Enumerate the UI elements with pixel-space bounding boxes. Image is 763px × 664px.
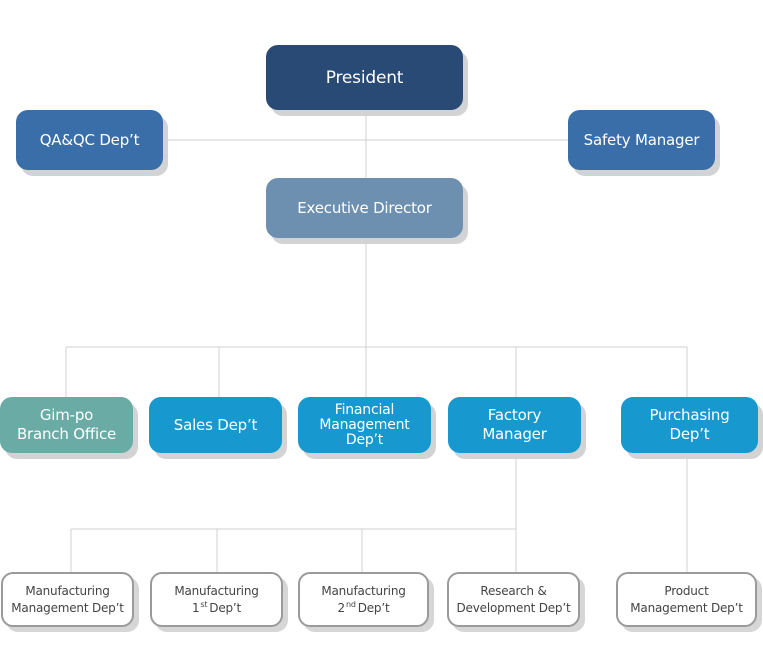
node-qa-qc-label: QA&QC Dep’t [39, 131, 140, 149]
node-product-line1: Product [664, 583, 709, 598]
node-president: President [266, 45, 463, 110]
node-mfg-2nd-sup: nd [345, 599, 356, 609]
node-mfg-1st-line1: Manufacturing [174, 583, 259, 598]
node-purchasing-line2: Dep’t [669, 425, 710, 443]
node-product-line2: Management Dep’t [630, 600, 743, 615]
node-financial-line2: Management [319, 416, 410, 433]
node-purchasing-line1: Purchasing [649, 406, 730, 424]
node-research-development: Research & Development Dep’t [447, 572, 580, 627]
node-factory-line1: Factory [487, 406, 542, 424]
node-mfg-1st-num: 1 [191, 600, 200, 615]
node-mfg-mgmt-line2: Management Dep’t [11, 600, 124, 615]
node-gimpo-line1: Gim-po [39, 406, 94, 424]
node-sales: Sales Dep’t [149, 397, 282, 453]
node-mfg-2nd-line1: Manufacturing [321, 583, 406, 598]
node-purchasing: Purchasing Dep’t [621, 397, 758, 453]
node-safety-manager-label: Safety Manager [583, 131, 700, 149]
node-executive-director-label: Executive Director [297, 199, 432, 217]
node-rnd-line1: Research & [480, 583, 547, 598]
node-president-label: President [325, 67, 404, 88]
node-mfg-mgmt-line1: Manufacturing [25, 583, 110, 598]
node-mfg-2nd-rest: Dep’t [357, 600, 390, 615]
node-safety-manager: Safety Manager [568, 110, 715, 170]
node-product-management: Product Management Dep’t [616, 572, 757, 627]
node-mfg-2nd-num: 2 [337, 600, 346, 615]
node-mfg-1st-sup: st [200, 599, 208, 609]
node-factory-manager: Factory Manager [448, 397, 581, 453]
node-manufacturing-management: Manufacturing Management Dep’t [1, 572, 134, 627]
node-rnd-line2: Development Dep’t [456, 600, 571, 615]
node-gimpo-branch: Gim-po Branch Office [0, 397, 133, 453]
node-factory-line2: Manager [482, 425, 547, 443]
node-financial-management: Financial Management Dep’t [298, 397, 431, 453]
node-executive-director: Executive Director [266, 178, 463, 238]
node-financial-line1: Financial [334, 401, 395, 418]
node-mfg-1st-rest: Dep’t [209, 600, 242, 615]
node-gimpo-line2: Branch Office [16, 425, 117, 443]
node-qa-qc: QA&QC Dep’t [16, 110, 163, 170]
node-financial-line3: Dep’t [345, 431, 384, 448]
node-sales-label: Sales Dep’t [173, 415, 258, 434]
